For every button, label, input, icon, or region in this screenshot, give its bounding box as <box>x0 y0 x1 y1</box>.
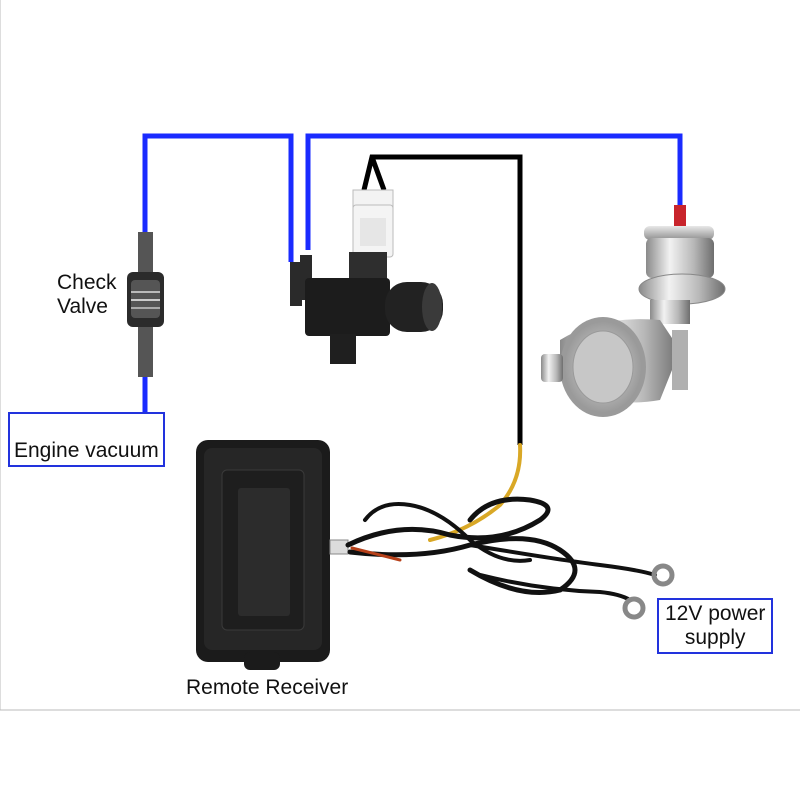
solenoid-valve-icon <box>290 189 443 364</box>
check-valve-label: Check Valve <box>57 271 117 319</box>
engine-vacuum-label: Engine vacuum <box>8 412 165 467</box>
check-valve-label-line2: Valve <box>57 295 108 318</box>
remote-receiver-label: Remote Receiver <box>186 676 349 699</box>
power-supply-label-line2: supply <box>684 626 746 649</box>
wire-harness-icon <box>345 443 657 602</box>
signal-wire <box>361 154 523 445</box>
exhaust-valve-icon <box>541 205 726 417</box>
check-valve-label-line1: Check <box>57 271 117 294</box>
ring-terminal-icon <box>622 563 675 620</box>
power-supply-label-line1: 12V power <box>665 602 766 625</box>
check-valve-icon <box>127 232 164 377</box>
power-supply-label: 12V power supply <box>657 598 774 654</box>
receiver-box-icon <box>196 440 349 670</box>
